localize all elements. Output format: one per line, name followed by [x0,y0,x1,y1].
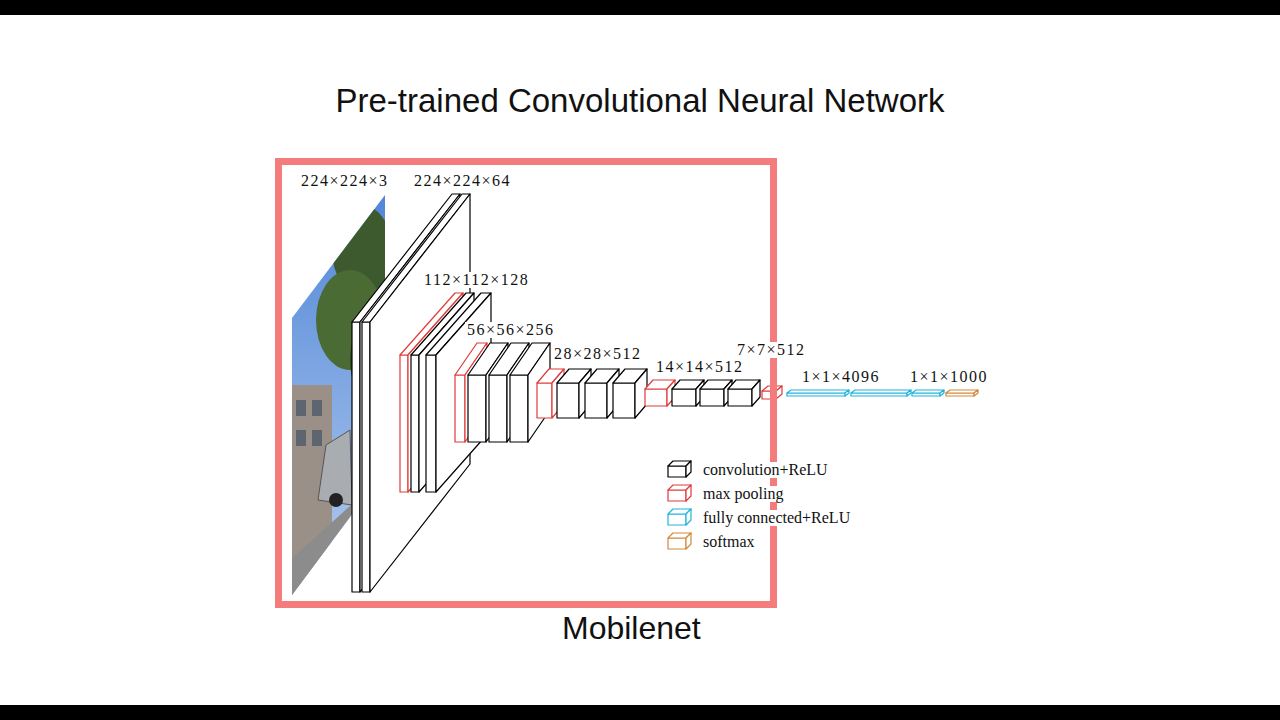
dimension-label: 1×1×1000 [908,369,990,385]
dimension-label: 14×14×512 [654,359,746,375]
conv-block-3-part-part [510,375,528,442]
dimension-label: 112×112×128 [422,272,531,288]
input-photo-part [329,493,343,507]
dense-layers-part-part [912,390,944,393]
legend-samples-part-part [668,538,686,549]
conv-block-5-part-part [672,389,696,406]
legend-samples-part-part [668,490,686,501]
conv-block-4-part-part [537,383,552,418]
conv-block-1-part [362,322,370,592]
conv-block-5 [645,380,782,406]
conv-block-2-part-part [426,355,436,492]
dimension-label: 28×28×512 [552,346,644,362]
dense-layers-part-part [845,390,849,396]
conv-block-5-part [645,380,675,406]
conv-block-5-part-part [645,389,667,406]
dense-layers [787,390,978,396]
conv-block-3 [455,343,550,442]
conv-block-4-part-part [613,383,635,418]
legend-samples-part-part [668,514,686,525]
legend-samples-part [668,533,691,549]
legend-text: convolution+ReLU [701,462,830,478]
legend-samples-part-part [686,485,691,501]
legend-samples-part [668,509,691,525]
legend-samples-part [668,461,691,477]
dense-layers-part-part [940,390,944,396]
dimension-label: 7×7×512 [735,342,808,358]
conv-block-2-part-part [411,355,419,492]
dense-layers-part-part [787,390,849,393]
dense-layers-part [787,390,944,396]
box-caption: Mobilenet [562,610,701,647]
input-photo-part [312,400,322,416]
conv-block-4-part-part [585,383,607,418]
legend-text: max pooling [701,486,785,502]
conv-block-3-part-part [468,375,486,442]
conv-block-4-part [557,369,647,418]
conv-block-5-part-part [752,380,760,406]
conv-block-1-part [352,322,360,592]
dense-layers-part-part [946,390,978,393]
input-photo-part [312,430,322,446]
top-bar [0,0,1280,15]
title: Pre-trained Convolutional Neural Network [0,82,1280,120]
legend-samples-part-part [668,466,686,477]
conv-block-3-part-part [489,375,507,442]
legend-samples-part-part [686,509,691,525]
dimension-label: 1×1×4096 [800,369,882,385]
legend-samples-part-part [686,533,691,549]
input-photo-part [296,430,306,446]
legend-text: fully connected+ReLU [701,510,852,526]
input-photo-part [296,400,306,416]
conv-block-3-part-part [455,375,465,442]
legend-samples-part-part [686,461,691,477]
legend-samples-part [668,485,691,501]
dense-layers-part-part [974,390,978,396]
dense-layers-part [946,390,978,396]
legend-text: softmax [701,534,757,550]
conv-block-4-part-part [557,383,579,418]
dimension-label: 224×224×64 [412,173,513,189]
conv-block-5-part [672,380,760,406]
conv-block-2-part-part [400,355,408,492]
dense-layers-part-part [907,390,911,396]
dense-layers-part-part [851,390,911,393]
dimension-label: 224×224×3 [299,173,391,189]
conv-block-4 [537,369,647,418]
conv-block-5-part-part [700,389,724,406]
bottom-bar [0,705,1280,720]
legend-samples [668,461,691,549]
dimension-label: 56×56×256 [465,322,557,338]
conv-block-5-part-part [728,389,752,406]
